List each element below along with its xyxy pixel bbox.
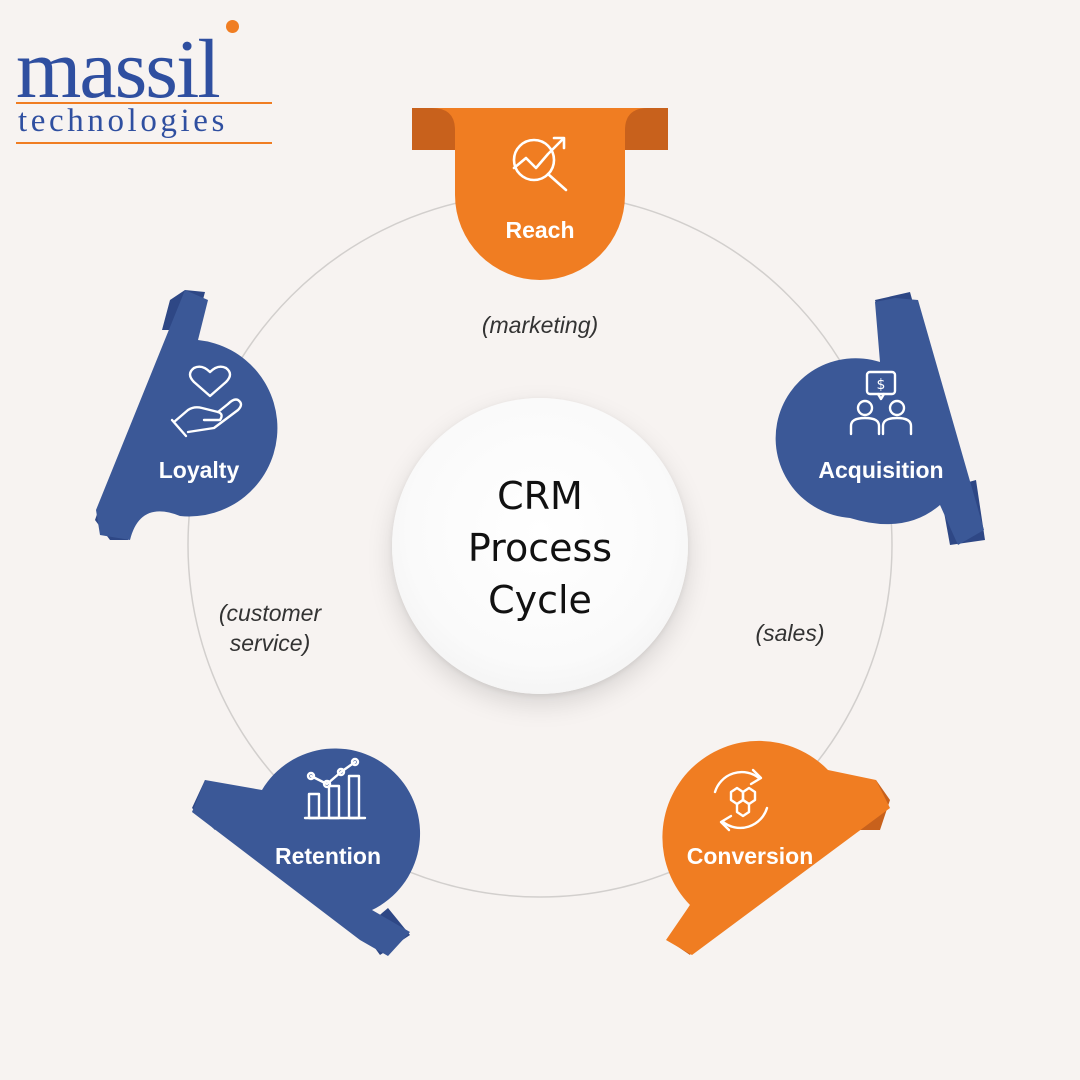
logo-wordmark: massil <box>16 23 221 116</box>
phase-label-customer-service: (customer service) <box>190 598 350 658</box>
center-title-line3: Cycle <box>488 578 592 622</box>
loyalty-banner <box>95 290 278 540</box>
logo-tagline: technologies <box>18 103 228 139</box>
stage-label-loyalty: Loyalty <box>158 457 240 483</box>
svg-text:$: $ <box>877 377 886 393</box>
phase-label-marketing: (marketing) <box>481 312 599 338</box>
stage-label-conversion: Conversion <box>686 843 814 869</box>
stage-label-acquisition: Acquisition <box>818 457 944 483</box>
center-title-line1: CRM <box>497 474 583 518</box>
team-dollar-icon: $ <box>849 370 913 436</box>
phase-label-customer-service-line2: service) <box>229 630 311 656</box>
acquisition-banner: $ <box>775 292 985 545</box>
center-title-line2: Process <box>467 526 613 570</box>
retention-banner <box>192 748 421 956</box>
massil-logo: massil technologies <box>16 20 278 148</box>
conversion-banner <box>662 740 890 955</box>
refresh-hexagon-icon <box>713 768 769 832</box>
chart-magnifier-icon <box>512 136 568 192</box>
stage-label-reach: Reach <box>505 217 575 243</box>
phase-label-customer-service-line1: (customer <box>218 600 322 626</box>
center-title: CRM Process Cycle <box>392 470 688 626</box>
stage-label-retention: Retention <box>274 843 382 869</box>
logo-rule-bottom <box>16 142 272 144</box>
reach-banner <box>412 108 668 280</box>
bar-chart-trend-icon <box>303 757 367 820</box>
logo-rule-top <box>16 102 272 104</box>
phase-label-sales: (sales) <box>755 620 825 646</box>
logo-dot <box>226 20 239 33</box>
heart-hand-icon <box>170 365 243 438</box>
center-circle: CRM Process Cycle <box>392 398 688 694</box>
